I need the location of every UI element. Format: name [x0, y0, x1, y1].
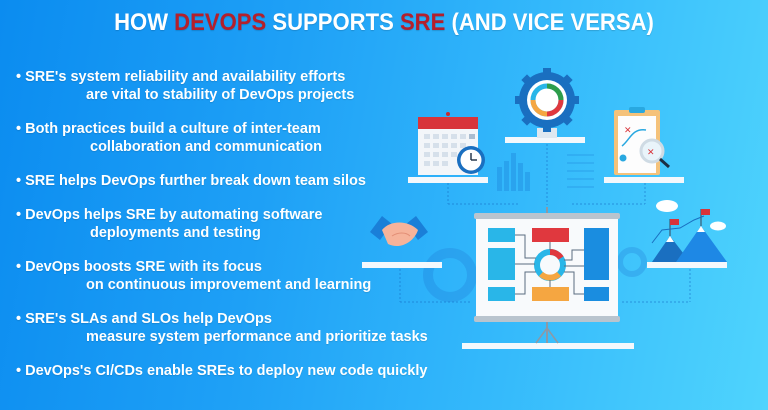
bullet-list: • SRE's system reliability and availabil…	[16, 68, 476, 396]
svg-text:✕: ✕	[624, 126, 632, 136]
gear-cycle-icon	[515, 68, 579, 138]
bullet-item: • SRE's system reliability and availabil…	[16, 68, 476, 104]
title-text: HOW	[114, 9, 175, 36]
bullet-item: • Both practices build a culture of inte…	[16, 120, 476, 156]
bullet-line: • SRE's SLAs and SLOs help DevOps	[16, 311, 272, 327]
title-highlight-devops: DEVOPS	[174, 9, 267, 36]
bullet-line: measure system performance and prioritiz…	[86, 329, 428, 345]
mountain-flags-icon	[651, 200, 727, 262]
bullet-line: on continuous improvement and learning	[86, 277, 372, 293]
shelf-presentation	[462, 343, 634, 349]
background-bar-chart-icon	[497, 153, 530, 191]
bullet-line: • SRE's system reliability and availabil…	[16, 69, 346, 85]
background-gear-icon	[617, 247, 647, 277]
title-highlight-sre: SRE	[399, 9, 446, 36]
bullet-line: • DevOps's CI/CDs enable SREs to deploy …	[16, 363, 428, 379]
bullet-line: are vital to stability of DevOps project…	[86, 87, 355, 103]
bullet-line: • DevOps boosts SRE with its focus	[16, 259, 262, 275]
bullet-item: • SRE's SLAs and SLOs help DevOps measur…	[16, 310, 476, 346]
title-text: SUPPORTS	[266, 9, 400, 36]
bullet-item: • SRE helps DevOps further break down te…	[16, 172, 476, 190]
background-list-icon	[567, 154, 594, 188]
title-text: (AND VICE VERSA)	[445, 9, 654, 36]
bullet-line: • SRE helps DevOps further break down te…	[16, 173, 366, 189]
bullet-line: • Both practices build a culture of inte…	[16, 121, 321, 137]
presentation-board-icon	[474, 207, 620, 344]
clipboard-magnifier-icon: ✕ ✕	[614, 107, 670, 175]
bullet-line: deployments and testing	[90, 225, 261, 241]
shelf-clipboard	[604, 177, 684, 183]
bullet-item: • DevOps's CI/CDs enable SREs to deploy …	[16, 362, 476, 380]
shelf-mountain	[647, 262, 727, 268]
bullet-item: • DevOps boosts SRE with its focus on co…	[16, 258, 476, 294]
bullet-line: collaboration and communication	[90, 139, 323, 155]
shelf-gear	[505, 137, 585, 143]
svg-text:✕: ✕	[647, 148, 655, 158]
page-title: HOW DEVOPS SUPPORTS SRE (AND VICE VERSA)	[31, 9, 738, 37]
bullet-line: • DevOps helps SRE by automating softwar…	[16, 207, 323, 223]
bullet-item: • DevOps helps SRE by automating softwar…	[16, 206, 476, 242]
